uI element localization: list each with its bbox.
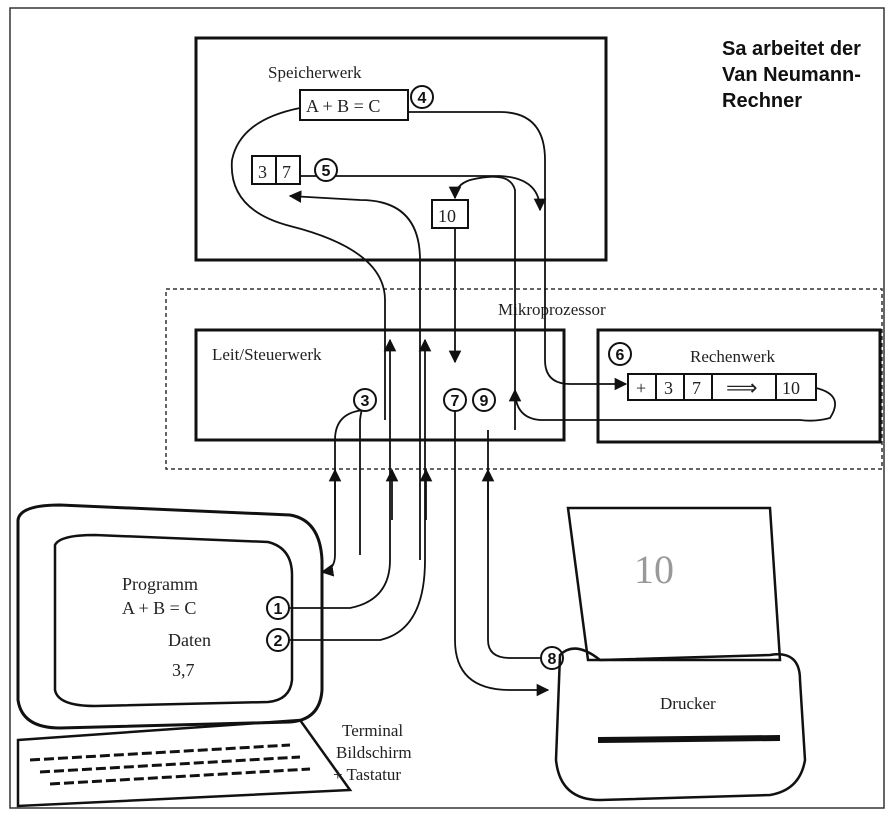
printer-paper — [568, 508, 780, 660]
step-2-label: 2 — [274, 633, 283, 650]
drucker-label: Drucker — [660, 694, 716, 713]
steuerwerk-label: Leit/Steuerwerk — [212, 345, 322, 364]
flow-terminal-to-data — [290, 196, 420, 560]
flow-data-right — [300, 176, 540, 210]
formula-text: A + B = C — [306, 96, 380, 116]
step-5-label: 5 — [322, 163, 331, 180]
rechenwerk-label: Rechenwerk — [690, 347, 775, 366]
keyboard-keys-row-1 — [30, 745, 290, 760]
flow-formula-loop — [232, 108, 385, 420]
flow-step1 — [290, 560, 390, 608]
flow-steuerwerk-to-terminal — [322, 410, 365, 572]
flow-terminal-to-step3 — [360, 400, 372, 555]
printer-body — [556, 649, 805, 800]
step-3-label: 3 — [361, 393, 370, 410]
flow-formula-to-alu — [408, 112, 626, 384]
alu-cell-b-text: 7 — [692, 378, 701, 398]
title-text: Sa arbeitet der Van Neumann- Rechner — [722, 38, 867, 112]
printer-slot — [598, 738, 780, 740]
step-7-label: 7 — [451, 393, 460, 410]
step-8-label: 8 — [548, 651, 557, 668]
step-6-label: 6 — [616, 347, 625, 364]
memory-cell-a-text: 3 — [258, 162, 267, 182]
flow-step2 — [290, 560, 425, 640]
memory-cell-b-text: 7 — [282, 162, 291, 182]
alu-arrow-text: ⟹ — [726, 375, 758, 400]
keyboard-keys-row-3 — [50, 769, 310, 784]
alu-cell-a-text: 3 — [664, 378, 673, 398]
terminal-screen-text: Programm A + B = C Daten 3,7 — [122, 574, 215, 680]
step-1-label: 1 — [274, 601, 283, 618]
step-4-label: 4 — [418, 90, 427, 107]
step-9-label: 9 — [480, 393, 489, 410]
keyboard-keys-row-2 — [40, 757, 300, 772]
flow-step8 — [488, 430, 540, 658]
speicherwerk-label: Speicherwerk — [268, 63, 362, 82]
terminal-caption: Terminal Bildschirm + Tastatur — [333, 721, 416, 784]
memory-result-text: 10 — [438, 206, 456, 226]
monitor-screen — [55, 535, 292, 706]
alu-op-text: + — [636, 378, 646, 398]
printer-printout: 10 — [634, 547, 674, 592]
terminal-illustration — [18, 505, 350, 806]
drucker-illustration — [556, 508, 805, 800]
alu-result-text: 10 — [782, 378, 800, 398]
flow-steuerwerk-to-drucker — [455, 410, 548, 690]
